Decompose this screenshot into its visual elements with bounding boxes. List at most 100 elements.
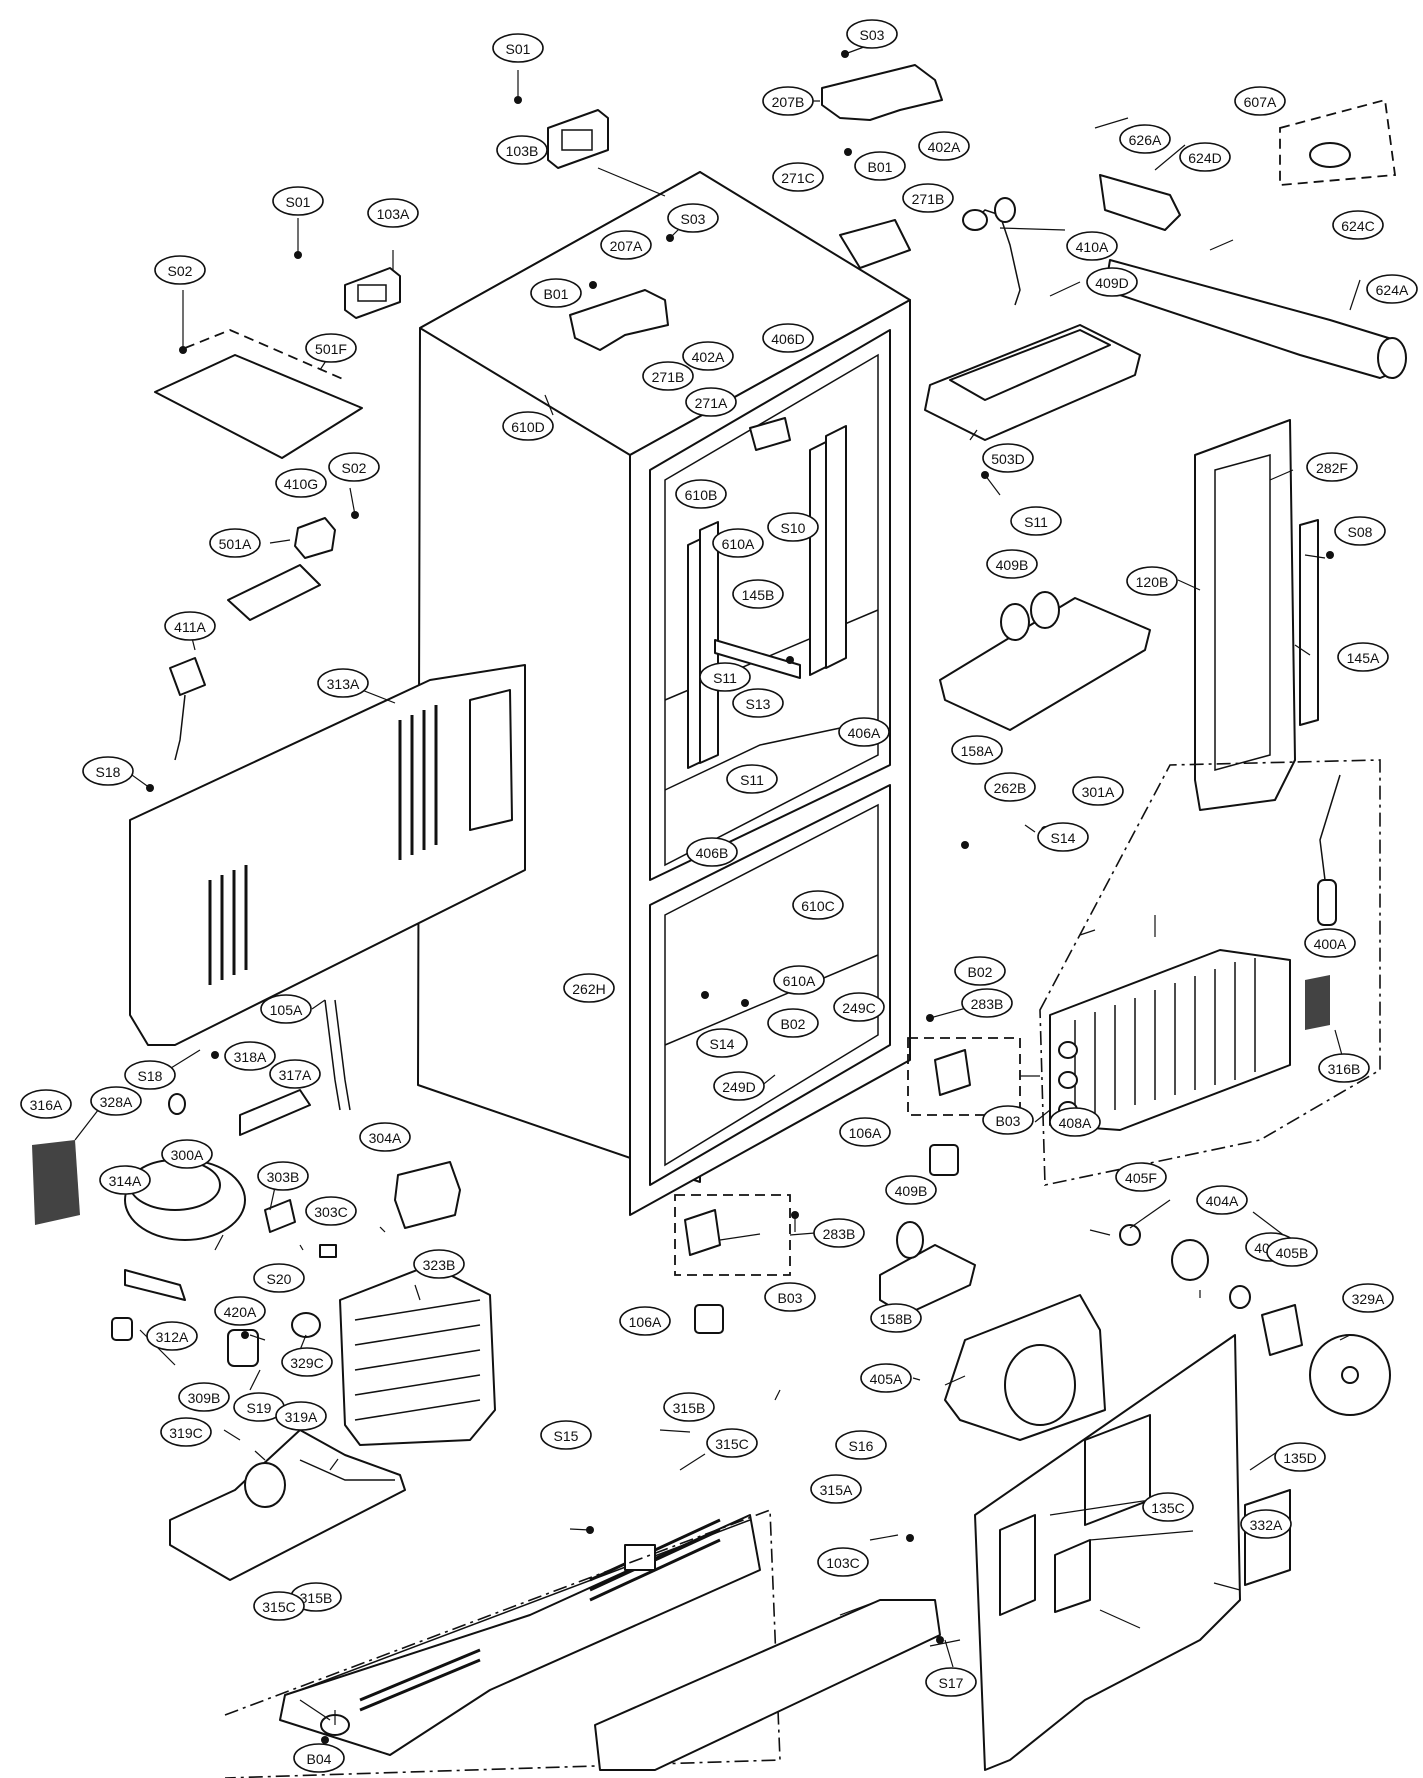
pcb-501A [227,564,321,621]
callout-103c: 103C [817,1547,869,1577]
callout-283b: 283B [961,988,1013,1018]
callout-label: S08 [1348,524,1373,540]
callout-283b: 283B [813,1218,865,1248]
callout-label: S02 [168,263,193,279]
heater-626A [1099,174,1181,231]
hinge-cover-103A [344,267,401,319]
callout-411a: 411A [164,611,216,641]
callout-label: 271C [781,170,814,186]
callout-158b: 158B [870,1303,922,1333]
damper-cover-503D [924,324,1141,441]
bracket-406D [749,417,791,451]
callout-label: 610A [722,536,755,552]
switch-304A [394,1161,461,1229]
callout-label: S02 [342,460,367,476]
callout-label: S11 [740,772,764,788]
callout-label: B04 [307,1751,332,1767]
callout-label: S16 [849,1438,874,1454]
callout-label: 323B [423,1257,456,1273]
callout-label: 405A [870,1371,903,1387]
cross-bar-145B [714,639,801,679]
callout-label: 301A [1082,784,1115,800]
callout-label: S10 [781,520,806,536]
callout-label: 410G [284,476,318,492]
leveler-106A-lower [694,1304,724,1334]
callout-label: 405B [1276,1245,1309,1261]
callout-103a: 103A [367,198,419,228]
callout-label: S19 [247,1400,272,1416]
callout-label: 607A [1244,94,1277,110]
callout-label: 406D [771,331,804,347]
callout-s11: S11 [726,764,778,794]
shelf-158B [879,1221,976,1316]
callout-label: 300A [171,1147,204,1163]
kickplate-103C [594,1599,941,1771]
callout-s11: S11 [1010,506,1062,536]
grommet-405F [1119,1224,1141,1246]
callout-319a: 319A [275,1401,327,1431]
callout-405b: 405B [1266,1237,1318,1267]
callout-406a: 406A [838,717,890,747]
callout-304a: 304A [359,1122,411,1152]
callout-s08: S08 [1334,516,1386,546]
callout-label: 314A [109,1173,142,1189]
rail-145A [1299,519,1319,726]
callout-label: 304A [369,1130,402,1146]
callout-405f: 405F [1115,1162,1167,1192]
clip-303B [264,1199,296,1233]
callout-label: 332A [1250,1517,1283,1533]
callout-label: 103C [826,1555,859,1571]
callout-207b: 207B [762,86,814,116]
callout-label: 404A [1206,1193,1239,1209]
callout-271b: 271B [642,361,694,391]
callout-404a: 404A [1196,1185,1248,1215]
callout-label: 406B [696,845,729,861]
callout-label: 329A [1352,1291,1385,1307]
callout-402a: 402A [682,341,734,371]
hinge-plate-271C [839,219,911,269]
callout-label: 610C [801,898,834,914]
callout-405a: 405A [860,1363,912,1393]
callout-s14: S14 [696,1028,748,1058]
callout-120b: 120B [1126,566,1178,596]
callout-label: 106A [629,1314,662,1330]
callout-label: 145B [742,587,775,603]
callout-label: 411A [174,619,206,635]
callout-label: 624C [1341,218,1374,234]
callout-label: S14 [1051,830,1076,846]
drain-tube-105A [324,999,351,1111]
callout-labels: S01S03207B402A607A103BB01271C271B626A624… [20,19,1418,1773]
callout-label: 135D [1283,1450,1316,1466]
callout-607a: 607A [1234,86,1286,116]
callout-label: 207A [610,238,643,254]
motor-420A [227,1329,259,1367]
grommet-405C [1229,1285,1251,1309]
fan-329C [291,1312,321,1338]
callout-319c: 319C [160,1417,212,1447]
screws [146,50,1334,1744]
back-panel-332A [974,1334,1241,1771]
callout-label: 402A [928,139,961,155]
callout-label: S18 [138,1068,163,1084]
callout-label: 283B [971,996,1004,1012]
callout-label: 610D [511,419,544,435]
callout-158a: 158A [951,735,1003,765]
callout-271c: 271C [772,162,824,192]
callout-315c: 315C [706,1428,758,1458]
callout-label: 262B [994,780,1027,796]
heater-400A [1317,774,1341,926]
callout-label: 158A [961,743,994,759]
callout-s16: S16 [835,1430,887,1460]
callout-label: 610B [685,487,718,503]
callout-label: B01 [868,159,893,175]
callout-135c: 135C [1142,1492,1194,1522]
callout-262b: 262B [984,772,1036,802]
power-cord-411A [169,657,206,761]
callout-label: 312A [156,1329,189,1345]
callout-301a: 301A [1072,776,1124,806]
shelf-158A [939,591,1151,731]
callout-label: 409B [996,557,1029,573]
callout-s02: S02 [154,255,206,285]
callout-label: 406A [848,725,881,741]
callout-420a: 420A [214,1296,266,1326]
